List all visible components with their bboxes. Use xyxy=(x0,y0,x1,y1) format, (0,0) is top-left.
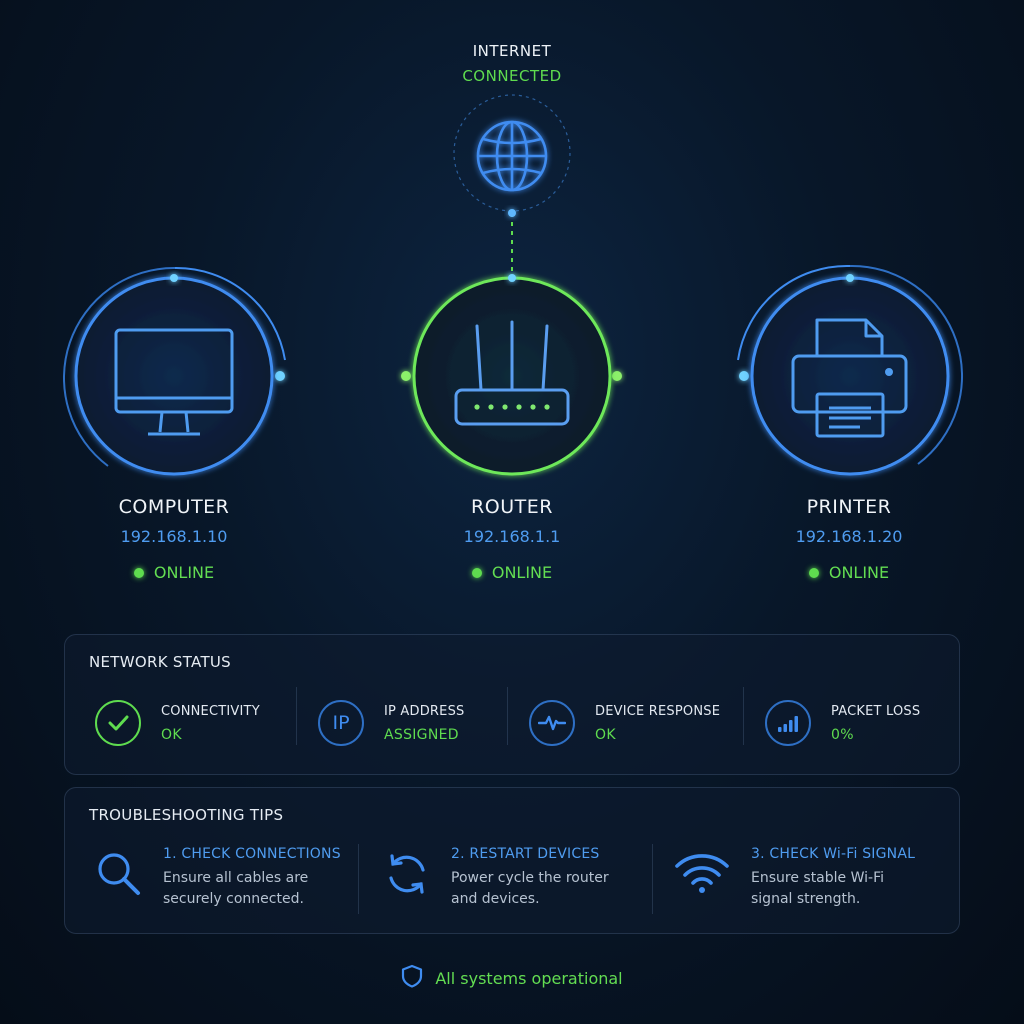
internet-title: INTERNET xyxy=(472,42,552,60)
stat-value: OK xyxy=(161,726,182,743)
printer-ip: 192.168.1.20 xyxy=(795,527,903,546)
router-icon xyxy=(454,320,570,426)
shield-icon xyxy=(401,964,423,992)
internet-router-link xyxy=(508,209,516,278)
stat-label: PACKET LOSS xyxy=(831,703,921,719)
network-topology-diagram xyxy=(63,94,964,476)
printer-node[interactable] xyxy=(737,264,964,476)
tip-title: 1. CHECK CONNECTIONS xyxy=(163,846,341,862)
computer-status: ONLINE xyxy=(54,563,294,582)
tip-desc-line1: Ensure stable Wi-Fi xyxy=(751,870,884,886)
divider xyxy=(743,687,744,745)
tip-desc-line2: and devices. xyxy=(451,891,540,907)
tip-check-connections[interactable]: 1. CHECK CONNECTIONS Ensure all cables a… xyxy=(95,846,341,910)
monitor-icon xyxy=(114,328,234,436)
printer-status: ONLINE xyxy=(729,563,969,582)
search-icon xyxy=(95,850,143,902)
tip-title: 3. CHECK Wi-Fi SIGNAL xyxy=(751,846,916,862)
printer-name: PRINTER xyxy=(806,496,892,518)
tip-desc-line1: Power cycle the router xyxy=(451,870,609,886)
status-dot xyxy=(808,567,819,578)
tip-restart-devices[interactable]: 2. RESTART DEVICES Power cycle the route… xyxy=(383,846,609,910)
computer-node[interactable] xyxy=(63,266,286,476)
printer-icon xyxy=(791,318,908,438)
status-dot xyxy=(471,567,482,578)
pulse-icon xyxy=(529,700,575,746)
stat-value: 0% xyxy=(831,726,854,743)
router-node[interactable] xyxy=(412,274,612,476)
network-status-panel: NETWORK STATUS CONNECTIVITY OK IP IP ADD… xyxy=(64,634,960,775)
tip-check-wifi[interactable]: 3. CHECK Wi-Fi SIGNAL Ensure stable Wi-F… xyxy=(673,846,915,910)
ip-icon: IP xyxy=(318,700,364,746)
tip-desc-line2: signal strength. xyxy=(751,891,861,907)
stat-label: IP ADDRESS xyxy=(384,703,465,719)
stat-label: CONNECTIVITY xyxy=(161,703,260,719)
router-ip: 192.168.1.1 xyxy=(463,527,561,546)
printer-status-text: ONLINE xyxy=(828,563,890,582)
network-status-title: NETWORK STATUS xyxy=(89,653,232,671)
computer-name: COMPUTER xyxy=(118,496,230,518)
divider xyxy=(296,687,297,745)
stat-connectivity: CONNECTIVITY OK xyxy=(95,691,260,755)
router-name: ROUTER xyxy=(471,496,553,518)
wifi-icon xyxy=(673,848,731,900)
ip-icon-text: IP xyxy=(332,712,350,734)
stat-packet-loss: PACKET LOSS 0% xyxy=(765,691,920,755)
internet-status: CONNECTED xyxy=(462,67,562,85)
router-status-lights xyxy=(474,404,550,410)
troubleshooting-title: TROUBLESHOOTING TIPS xyxy=(89,806,284,824)
stat-value: OK xyxy=(595,726,616,743)
globe-icon xyxy=(476,120,548,192)
router-status-text: ONLINE xyxy=(491,563,553,582)
router-printer-link xyxy=(612,371,749,381)
checkmark-icon xyxy=(95,700,141,746)
stat-value: ASSIGNED xyxy=(384,726,459,743)
refresh-icon xyxy=(383,850,431,902)
signal-bars-icon xyxy=(765,700,811,746)
computer-router-link xyxy=(275,371,411,381)
footer-text: All systems operational xyxy=(435,968,623,988)
router-status: ONLINE xyxy=(392,563,632,582)
computer-ip: 192.168.1.10 xyxy=(120,527,228,546)
stat-device-response: DEVICE RESPONSE OK xyxy=(529,691,720,755)
tip-desc-line1: Ensure all cables are xyxy=(163,870,309,886)
system-status-footer: All systems operational xyxy=(0,964,1024,992)
computer-status-text: ONLINE xyxy=(153,563,215,582)
divider xyxy=(652,844,653,914)
divider xyxy=(507,687,508,745)
status-dot xyxy=(133,567,144,578)
troubleshooting-panel: TROUBLESHOOTING TIPS 1. CHECK CONNECTION… xyxy=(64,787,960,934)
internet-node[interactable] xyxy=(453,94,571,212)
divider xyxy=(358,844,359,914)
stat-ip-address: IP IP ADDRESS ASSIGNED xyxy=(318,691,464,755)
tip-title: 2. RESTART DEVICES xyxy=(451,846,600,862)
stat-label: DEVICE RESPONSE xyxy=(595,703,721,719)
tip-desc-line2: securely connected. xyxy=(163,891,304,907)
